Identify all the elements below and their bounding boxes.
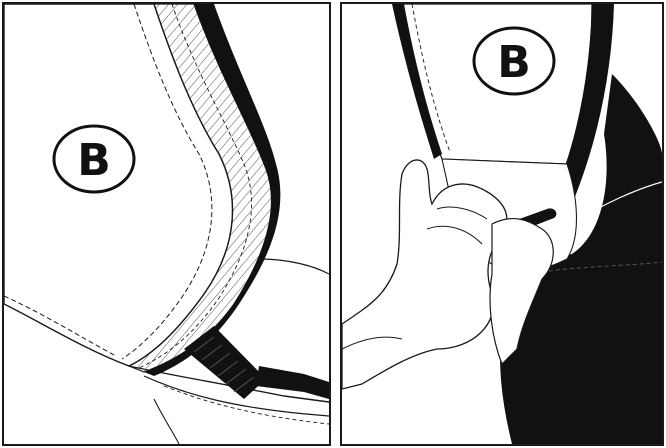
- side-cushion-outline: [259, 259, 329, 274]
- badge-label: B: [497, 37, 531, 88]
- seat-gap-line: [154, 399, 179, 444]
- right-illustration-panel: B: [340, 2, 664, 446]
- badge-b-right: B: [474, 28, 554, 94]
- badge-label: B: [77, 135, 111, 186]
- badge-b-left: B: [54, 126, 134, 192]
- left-illustration: B: [4, 4, 329, 444]
- left-illustration-panel: B: [2, 2, 331, 446]
- right-illustration: B: [342, 4, 662, 444]
- strap-end: [256, 366, 329, 399]
- hand-left: [342, 160, 507, 389]
